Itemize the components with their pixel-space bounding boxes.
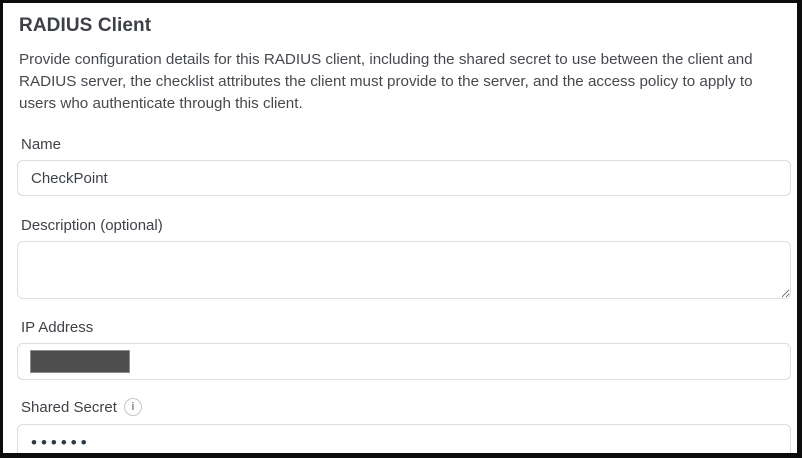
- ip-address-input[interactable]: [17, 343, 791, 380]
- redacted-ip-value: [30, 350, 130, 373]
- intro-text: Provide configuration details for this R…: [19, 51, 753, 112]
- info-icon[interactable]: i: [123, 398, 142, 416]
- ip-address-field-group: IP Address: [17, 319, 791, 380]
- description-label: Description (optional): [21, 217, 163, 234]
- name-label: Name: [21, 136, 62, 153]
- name-field-group: Name: [17, 136, 791, 196]
- shared-secret-field-group: Shared Secret i: [17, 398, 791, 453]
- shared-secret-label: Shared Secret: [21, 398, 117, 416]
- shared-secret-input[interactable]: [17, 424, 791, 453]
- page-title: RADIUS Client: [19, 15, 152, 36]
- description-textarea[interactable]: [17, 241, 791, 299]
- name-input[interactable]: [17, 160, 791, 196]
- description-field-group: Description (optional): [17, 217, 791, 299]
- ip-address-label: IP Address: [21, 319, 94, 336]
- shared-secret-label-row: Shared Secret i: [21, 398, 785, 416]
